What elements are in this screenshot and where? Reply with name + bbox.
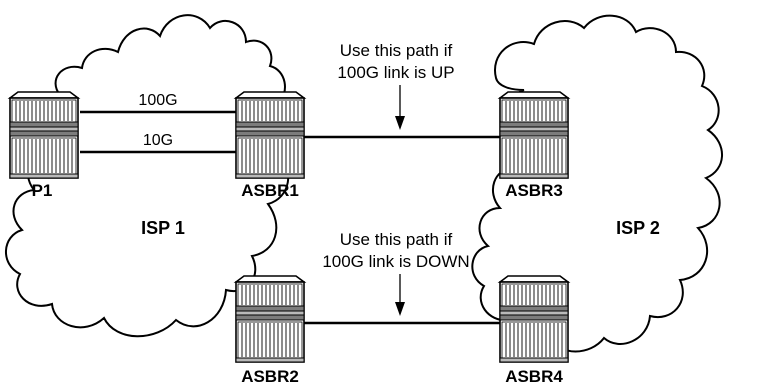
router-asbr3 (500, 92, 568, 178)
label-asbr1: ASBR1 (241, 181, 299, 200)
label-asbr4: ASBR4 (505, 367, 563, 385)
annotation-up-line1: Use this path if (340, 41, 453, 60)
annotation-up-line2: 100G link is UP (337, 63, 454, 82)
label-isp1: ISP 1 (141, 218, 185, 238)
label-p1: P1 (32, 181, 53, 200)
router-asbr4 (500, 276, 568, 362)
label-100g: 100G (138, 92, 177, 109)
label-asbr2: ASBR2 (241, 367, 299, 385)
router-asbr1 (236, 92, 304, 178)
annotation-down-line1: Use this path if (340, 230, 453, 249)
label-isp2: ISP 2 (616, 218, 660, 238)
arrow-down-path (395, 274, 405, 316)
label-asbr3: ASBR3 (505, 181, 563, 200)
arrow-up-path (395, 85, 405, 130)
label-10g: 10G (143, 132, 173, 149)
router-asbr2 (236, 276, 304, 362)
router-p1 (10, 92, 78, 178)
annotation-down-line2: 100G link is DOWN (322, 252, 469, 271)
